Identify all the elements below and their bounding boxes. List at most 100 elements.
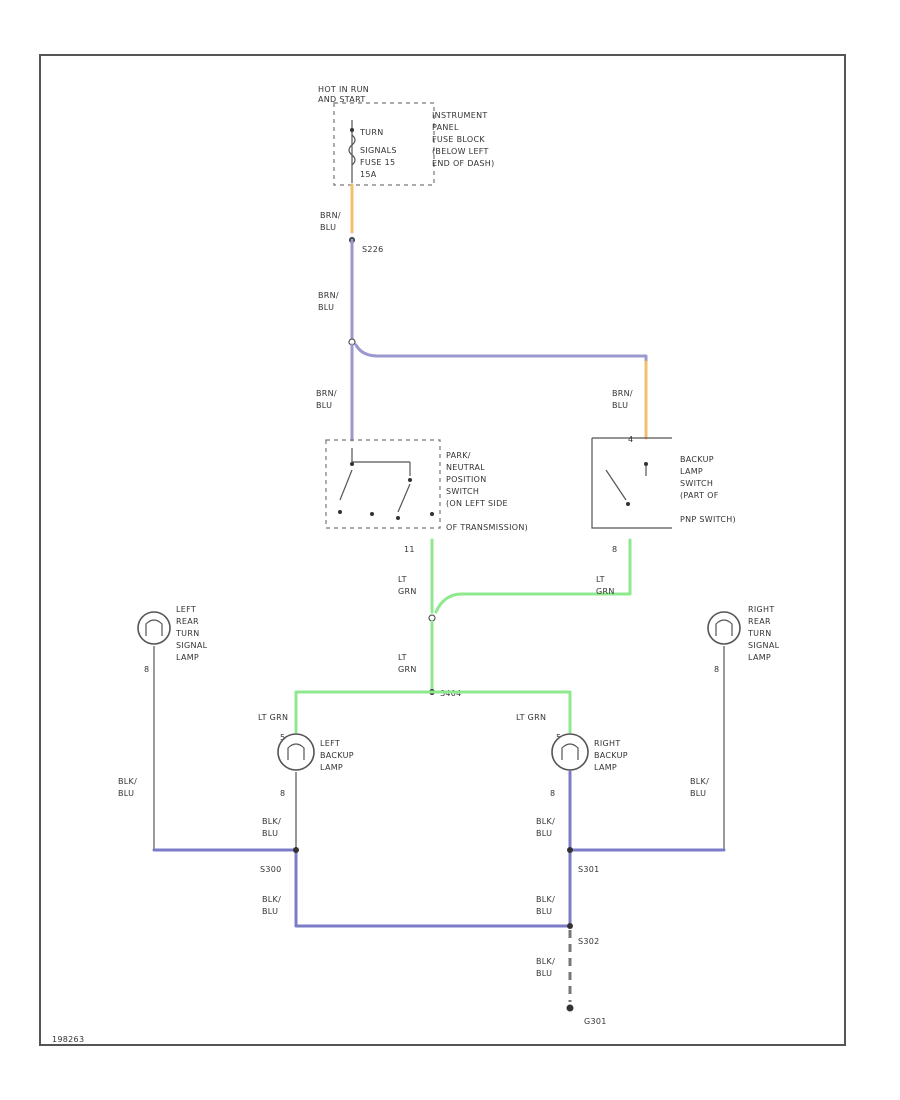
lt-grn-wire-to-backup-lamps <box>294 690 572 734</box>
pnp-contact-5 <box>396 516 400 520</box>
splice-s301 <box>567 847 573 853</box>
rrt-label-1: RIGHT <box>748 605 775 614</box>
fuse-label-4: 15A <box>360 170 377 179</box>
wire-label-blk-blu-6b: BLU <box>536 907 552 916</box>
rrt-pin-label: 8 <box>714 665 719 674</box>
pnp-label-6: OF TRANSMISSION) <box>446 523 528 532</box>
fuse-block-dashed-box <box>333 102 435 186</box>
left-rear-turn-signal-lamp: LEFT REAR TURN SIGNAL LAMP 8 <box>137 605 208 674</box>
lbu-label-1: LEFT <box>320 739 340 748</box>
lbu-pin-bottom: 8 <box>280 789 285 798</box>
backup-switch-label-1: BACKUP <box>680 455 714 464</box>
left-backup-lamp: LT GRN 5 LEFT BACKUP LAMP 8 <box>258 713 354 798</box>
wire-label-blk-blu-2b: BLU <box>690 789 706 798</box>
fuse-block-label-3: FUSE BLOCK <box>432 135 485 144</box>
pnp-label-2: NEUTRAL <box>446 463 485 472</box>
instrument-panel-fuse-block: HOT IN RUN AND START TURN SIGNALS FUSE 1… <box>318 85 495 186</box>
park-neutral-position-switch: PARK/ NEUTRAL POSITION SWITCH (ON LEFT S… <box>325 439 528 554</box>
pnp-label-5: (ON LEFT SIDE <box>446 499 508 508</box>
wire-label-blk-blu-4b: BLU <box>536 829 552 838</box>
splice-s302-label: S302 <box>578 937 600 946</box>
lrt-label-5: LAMP <box>176 653 199 662</box>
fuse-block-label-2: PANEL <box>432 123 459 132</box>
hot-in-run-label: HOT IN RUN <box>318 85 369 94</box>
wire-label-blk-blu-1b: BLU <box>118 789 134 798</box>
fuse-block-label-4: (BELOW LEFT <box>432 147 489 156</box>
splice-s301-label: S301 <box>578 865 600 874</box>
wire-label-brn-blu-2b: BLU <box>318 303 334 312</box>
wire-label-blk-blu-3a: BLK/ <box>262 817 281 826</box>
fuse-icon <box>348 134 356 166</box>
rrt-label-3: TURN <box>747 629 772 638</box>
rrt-label-5: LAMP <box>748 653 771 662</box>
pnp-pin-label: 11 <box>404 545 415 554</box>
pnp-switch-dashed-box <box>325 439 441 529</box>
hot-in-start-label: AND START <box>318 95 366 104</box>
rbu-label-2: BACKUP <box>594 751 628 760</box>
wire-label-blk-blu-7b: BLU <box>536 969 552 978</box>
wire-label-brn-blu-1a: BRN/ <box>320 211 341 220</box>
wire-label-brn-blu-4a: BRN/ <box>612 389 633 398</box>
fuse-label-2: SIGNALS <box>360 146 397 155</box>
lbu-label-2: BACKUP <box>320 751 354 760</box>
left-backup-lamp-bulb-icon <box>277 733 315 771</box>
splice-s300 <box>293 847 299 853</box>
left-rear-turn-filament <box>145 619 163 636</box>
wire-label-brn-blu-1b: BLU <box>320 223 336 232</box>
wire-label-blk-blu-2a: BLK/ <box>690 777 709 786</box>
wire-label-blk-blu-1a: BLK/ <box>118 777 137 786</box>
pnp-switch-blade-2 <box>397 483 411 513</box>
wire-label-brn-blu-3a: BRN/ <box>316 389 337 398</box>
right-backup-lamp-bulb-icon <box>551 733 589 771</box>
fuse-node <box>350 128 354 132</box>
rbu-pin-bottom: 8 <box>550 789 555 798</box>
fuse-label-3: FUSE 15 <box>360 158 395 167</box>
wire-label-lt-grn-3a: LT <box>398 653 407 662</box>
rbu-label-1: RIGHT <box>594 739 621 748</box>
lrt-pin-label: 8 <box>144 665 149 674</box>
pnp-contact-3 <box>338 510 342 514</box>
wire-label-brn-blu-3b: BLU <box>316 401 332 410</box>
figure-id-label: 198263 <box>52 1035 84 1044</box>
lbu-label-3: LAMP <box>320 763 343 772</box>
wire-label-brn-blu-2a: BRN/ <box>318 291 339 300</box>
wire-label-blk-blu-7a: BLK/ <box>536 957 555 966</box>
right-backup-filament <box>561 743 579 760</box>
pnp-label-4: SWITCH <box>446 487 479 496</box>
splice-s226-label: S226 <box>362 245 384 254</box>
ground-g301 <box>566 1004 574 1012</box>
backup-switch-label-2: LAMP <box>680 467 703 476</box>
backup-switch-pin-bottom: 8 <box>612 545 617 554</box>
pnp-contact-6 <box>430 512 434 516</box>
lrt-label-4: SIGNAL <box>176 641 208 650</box>
backup-switch-label-5: PNP SWITCH) <box>680 515 736 524</box>
splice-s300-label: S300 <box>260 865 282 874</box>
wire-label-blk-blu-5b: BLU <box>262 907 278 916</box>
pnp-contact-1 <box>350 462 354 466</box>
wire-label-lt-grn-1a: LT <box>398 575 407 584</box>
fuse-block-label-1: INSTRUMENT <box>432 111 488 120</box>
splice-s302 <box>567 923 573 929</box>
backup-switch-label-4: (PART OF <box>680 491 719 500</box>
wire-label-lt-grn-2b: GRN <box>596 587 615 596</box>
wire-label-lt-grn-1b: GRN <box>398 587 417 596</box>
left-backup-filament <box>287 743 305 760</box>
right-backup-lamp: LT GRN 5 RIGHT BACKUP LAMP 8 <box>516 713 628 798</box>
backup-switch-contact-top <box>644 462 648 466</box>
pnp-switch-blade-1 <box>339 469 353 501</box>
diagram-frame <box>39 54 846 1046</box>
fuse-block-label-5: END OF DASH) <box>432 159 495 168</box>
pnp-contact-2 <box>408 478 412 482</box>
wire-label-blk-blu-5a: BLK/ <box>262 895 281 904</box>
left-rear-turn-lamp-bulb-icon <box>137 611 171 645</box>
backup-lamp-switch: 4 BACKUP LAMP SWITCH (PART OF PNP SWITCH… <box>591 435 736 554</box>
pnp-contact-4 <box>370 512 374 516</box>
lbu-wire-label: LT GRN <box>258 713 288 722</box>
wire-label-lt-grn-3b: GRN <box>398 665 417 674</box>
lrt-label-1: LEFT <box>176 605 196 614</box>
backup-switch-label-3: SWITCH <box>680 479 713 488</box>
junction-connector-mid <box>428 614 436 622</box>
right-rear-turn-lamp-bulb-icon <box>707 611 741 645</box>
wire-label-blk-blu-3b: BLU <box>262 829 278 838</box>
